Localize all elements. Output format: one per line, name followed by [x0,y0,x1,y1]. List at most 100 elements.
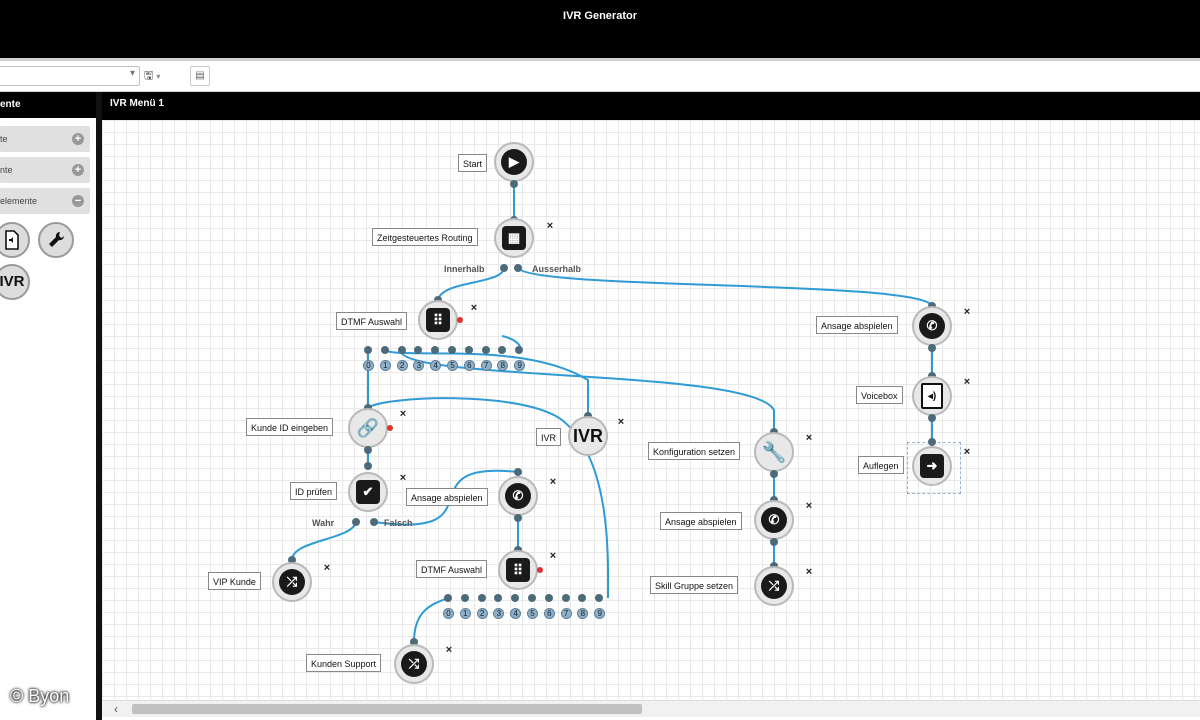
dtmf1-digit-port[interactable] [448,346,456,354]
dtmf2-digit-port[interactable] [494,594,503,602]
ivr-node[interactable]: IVR [568,416,608,456]
close-icon[interactable]: × [470,302,478,314]
close-icon[interactable]: × [617,416,625,428]
collapse-icon[interactable]: − [72,195,84,207]
ansage-right-out-port[interactable] [928,344,936,352]
innerhalb-port[interactable] [500,264,508,272]
start-node[interactable]: ▶ [494,142,534,182]
ausserhalb-port[interactable] [514,264,522,272]
dtmf1-node[interactable]: ⠿ [418,300,458,340]
edge-0-support [413,597,449,643]
dtmf2-digit-label: 3 [493,608,505,619]
voicebox-node[interactable]: ◂) [912,376,952,416]
id-label: ID prüfen [290,482,338,500]
dtmf1-digit-port[interactable] [481,346,490,354]
dtmf1-digit-port[interactable] [464,346,473,354]
konfig-out-port[interactable] [770,470,778,478]
ansage-right-node[interactable]: ✆ [912,306,952,346]
close-icon[interactable]: × [445,644,453,656]
dtmf2-node[interactable]: ⠿ [498,550,538,590]
dtmf1-digit-port[interactable] [431,346,440,354]
edges-layer [291,184,933,643]
trash-icon: ▤ [195,70,205,81]
support-node[interactable]: ⤮ [394,644,434,684]
dtmf2-digit-port[interactable] [544,594,553,602]
close-icon[interactable]: × [805,566,813,578]
close-icon[interactable]: × [963,306,971,318]
scroll-thumb[interactable] [132,704,642,714]
ansage-lower-out-port[interactable] [770,538,778,546]
voicebox-out-port[interactable] [928,414,936,422]
close-icon[interactable]: × [549,550,557,562]
dtmf2-digit-port[interactable] [595,594,604,602]
kunde-id-node[interactable]: 🔗 [348,408,388,448]
auflegen-node[interactable]: ➜ [912,446,952,486]
dtmf2-digit-port[interactable] [444,594,452,602]
save-button[interactable]: 🖫▾ [144,67,178,83]
palette-ivr-icon[interactable]: IVR [0,264,30,300]
support-in-port[interactable] [410,638,418,646]
close-icon[interactable]: × [805,500,813,512]
dtmf2-digit-port[interactable] [511,594,520,602]
close-icon[interactable]: × [323,562,331,574]
accordion-label: te [0,134,8,144]
id-pruefen-node[interactable]: ✔ [348,472,388,512]
close-icon[interactable]: × [399,472,407,484]
dtmf2-error-port[interactable] [537,567,543,573]
konfig-node[interactable]: 🔧 [754,432,794,472]
close-icon[interactable]: × [399,408,407,420]
edge-kunde-ivrloop [367,397,610,599]
close-icon[interactable]: × [549,476,557,488]
dtmf2-digit-port[interactable] [561,594,570,602]
kunde-error-port[interactable] [387,425,393,431]
dtmf2-digit-port[interactable] [460,594,469,602]
vip-kunde-node[interactable]: ⤮ [272,562,312,602]
dtmf2-digit-port[interactable] [528,594,536,602]
flow-canvas[interactable]: Start ▶ Zeitgesteuertes Routing ▦ × Inne… [102,120,1200,700]
dtmf1-digit-port[interactable] [364,346,372,354]
wrench-icon: 🔧 [761,441,787,464]
ansage-mid-node[interactable]: ✆ [498,476,538,516]
start-out-port[interactable] [510,180,518,188]
wahr-port[interactable] [352,518,360,526]
menu-select[interactable]: ▾ [0,66,140,86]
panel-divider[interactable] [96,92,102,720]
chevron-down-icon: ▾ [156,72,161,81]
dtmf1-label: DTMF Auswahl [336,312,408,330]
palette-wrench-icon[interactable] [38,222,74,258]
accordion-section-2[interactable]: nte + [0,157,90,183]
ansage-mid-out-port[interactable] [514,514,522,522]
falsch-port[interactable] [370,518,378,526]
expand-icon[interactable]: + [72,164,84,176]
id-in-port[interactable] [364,462,372,470]
phone-sound-icon: ✆ [761,507,787,533]
vip-in-port[interactable] [288,556,296,564]
close-icon[interactable]: × [963,376,971,388]
palette-voicebox-icon[interactable] [0,222,30,258]
close-icon[interactable]: × [805,432,813,444]
dtmf1-digit-port[interactable] [515,346,524,354]
close-icon[interactable]: × [546,220,554,232]
dtmf2-digit-port[interactable] [477,594,486,602]
scroll-left-icon[interactable]: ‹ [114,702,118,716]
zeit-routing-node[interactable]: ▦ [494,218,534,258]
accordion-label: elemente [0,196,38,206]
dtmf1-digit-port[interactable] [380,346,389,354]
horizontal-scrollbar[interactable]: ‹ [102,700,1200,717]
ansage-lower-node[interactable]: ✆ [754,500,794,540]
skill-node[interactable]: ⤮ [754,566,794,606]
expand-icon[interactable]: + [72,133,84,145]
left-panel-header: ente [0,92,96,118]
accordion-section-1[interactable]: te + [0,126,90,152]
dtmf1-digit-port[interactable] [414,346,423,354]
dtmf2-digit-port[interactable] [578,594,587,602]
accordion-section-3[interactable]: elemente − [0,188,90,214]
dtmf1-digit-port[interactable] [498,346,507,354]
delete-button[interactable]: ▤ [190,66,210,86]
dtmf1-digit-port[interactable] [397,346,406,354]
auflegen-in-port[interactable] [928,438,936,446]
close-icon[interactable]: × [963,446,971,458]
dtmf1-error-port[interactable] [457,317,463,323]
ansage-mid-in-port[interactable] [514,468,522,476]
kunde-out-port[interactable] [364,446,372,454]
